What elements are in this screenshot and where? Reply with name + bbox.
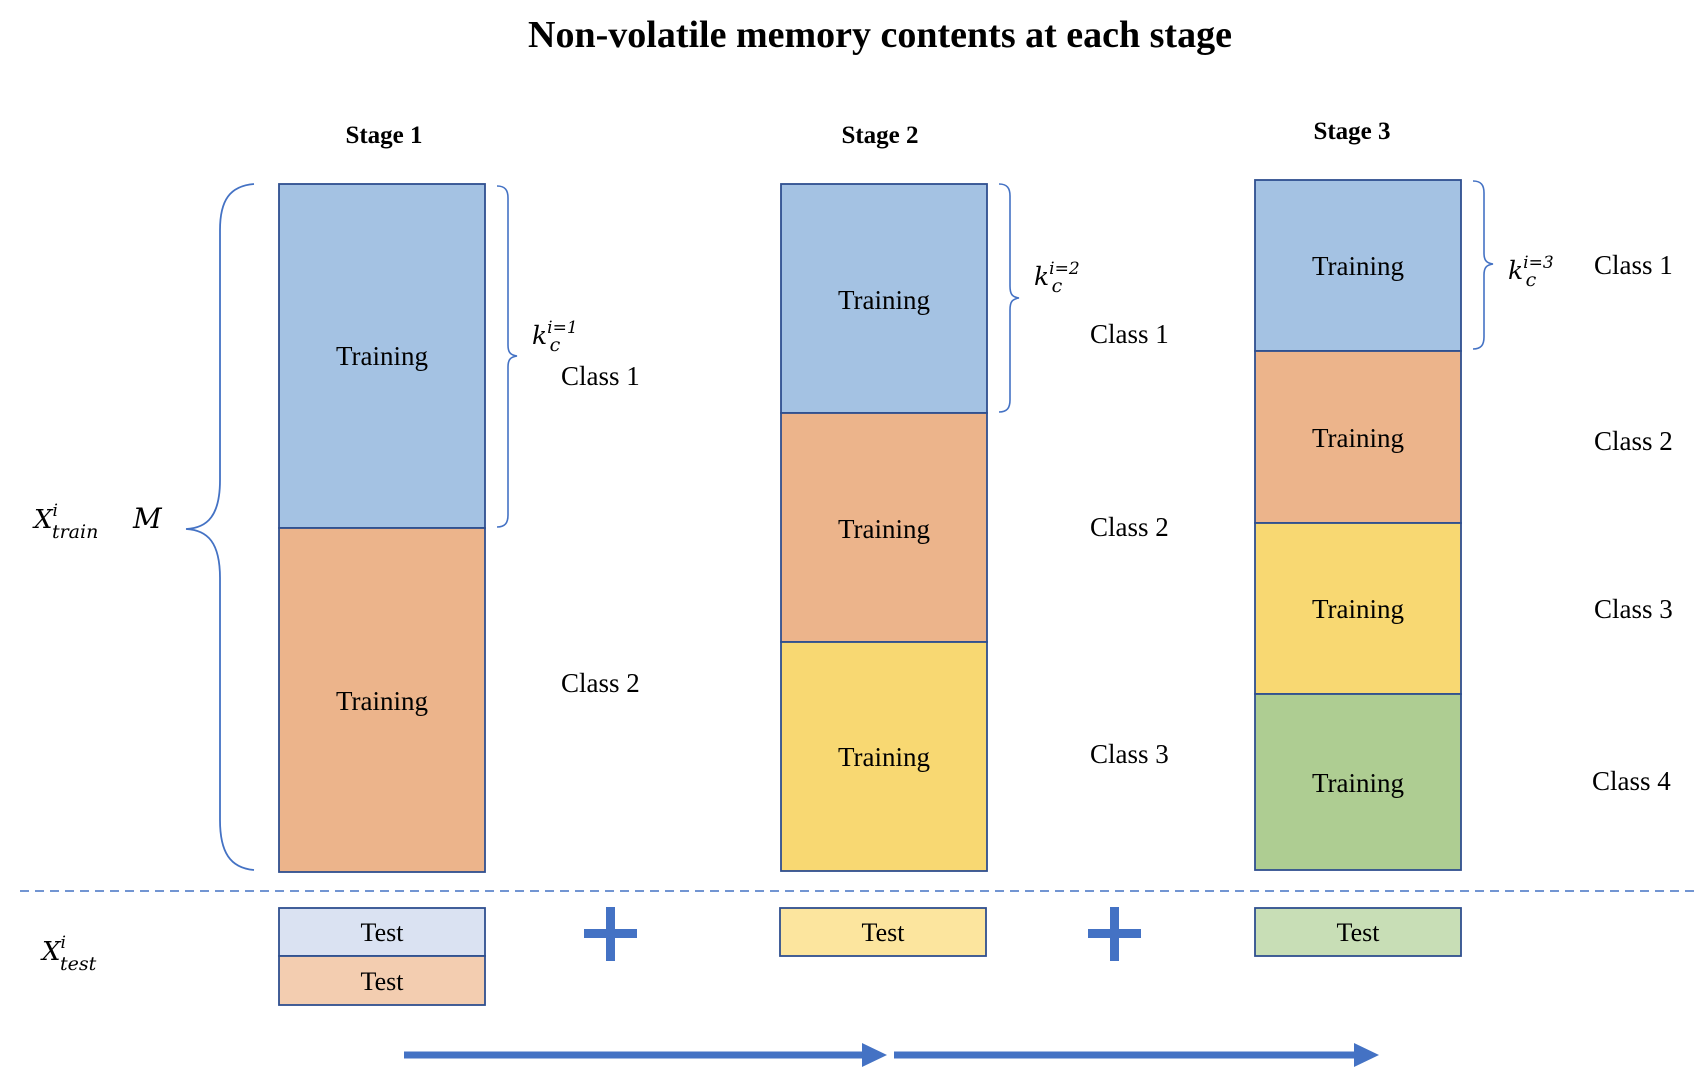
stage-1-heading: Stage 1 bbox=[345, 122, 422, 149]
stage-1-training-label-2: Training bbox=[336, 686, 428, 716]
x-train-sup: i bbox=[53, 501, 58, 521]
stage-2-test-block-1 bbox=[779, 907, 987, 957]
stage-3-training-block-3 bbox=[1254, 522, 1462, 695]
stage-3-test-block-1 bbox=[1254, 907, 1462, 957]
stage-3-class-4-label: Class 4 bbox=[1592, 766, 1671, 796]
stage-3-class-1-label: Class 1 bbox=[1594, 250, 1673, 280]
stage-2-training-label-2: Training bbox=[838, 514, 930, 544]
m-label: M bbox=[132, 502, 163, 535]
stage-1-class-1-label: Class 1 bbox=[561, 361, 640, 391]
stage-2-class-2-label: Class 2 bbox=[1090, 512, 1169, 542]
x-test-base: X bbox=[40, 937, 62, 967]
stage-1-training-block-1 bbox=[278, 183, 486, 529]
memory-brace bbox=[185, 183, 255, 871]
stage-3-class-2-label: Class 2 bbox=[1594, 426, 1673, 456]
plus-icon bbox=[1088, 907, 1141, 961]
x-test-sub: test bbox=[60, 953, 97, 975]
arrow-right-icon bbox=[404, 1043, 887, 1067]
stage-2-class-bracket bbox=[998, 183, 1020, 413]
stage-2-heading: Stage 2 bbox=[841, 122, 918, 149]
stage-2-training-label-3: Training bbox=[838, 742, 930, 772]
diagram-title: Non-volatile memory contents at each sta… bbox=[528, 14, 1232, 56]
stage-2-training-block-2 bbox=[780, 412, 988, 643]
stage-1-training-block-2 bbox=[278, 527, 486, 873]
arrow-right-icon bbox=[894, 1043, 1379, 1067]
stage-3-training-label-2: Training bbox=[1312, 423, 1404, 453]
stage-1-test-label-1: Test bbox=[361, 918, 405, 947]
stage-3-training-label-4: Training bbox=[1312, 768, 1404, 798]
stage-3-training-label-3: Training bbox=[1312, 594, 1404, 624]
stage-1-test-label-2: Test bbox=[361, 967, 405, 996]
stage-1-training-label-1: Training bbox=[336, 341, 428, 371]
stage-3-test-label-1: Test bbox=[1337, 918, 1381, 947]
x-train-sub: train bbox=[52, 521, 98, 543]
stage-1-class-2-label: Class 2 bbox=[561, 668, 640, 698]
stage-2-class-3-label: Class 3 bbox=[1090, 739, 1169, 769]
stage-3-class-bracket bbox=[1472, 180, 1494, 350]
stage-3-training-block-1 bbox=[1254, 179, 1462, 352]
stage-3-training-label-1: Training bbox=[1312, 251, 1404, 281]
stage-3-heading: Stage 3 bbox=[1313, 118, 1390, 145]
stage-3-training-block-4 bbox=[1254, 693, 1462, 871]
stage-1-class-bracket bbox=[496, 185, 518, 528]
stage-1-test-block-2 bbox=[278, 955, 486, 1006]
stage-2-training-block-1 bbox=[780, 183, 988, 414]
stage-2-training-block-3 bbox=[780, 641, 988, 872]
stage-2-test-label-1: Test bbox=[862, 918, 906, 947]
stage-2-class-1-label: Class 1 bbox=[1090, 319, 1169, 349]
stage-2-training-label-1: Training bbox=[838, 285, 930, 315]
plus-icon bbox=[584, 907, 637, 961]
stage-3-class-3-label: Class 3 bbox=[1594, 594, 1673, 624]
x-test-sup: i bbox=[61, 933, 66, 953]
stage-1-test-block-1 bbox=[278, 907, 486, 957]
x-train-base: X bbox=[32, 505, 54, 535]
